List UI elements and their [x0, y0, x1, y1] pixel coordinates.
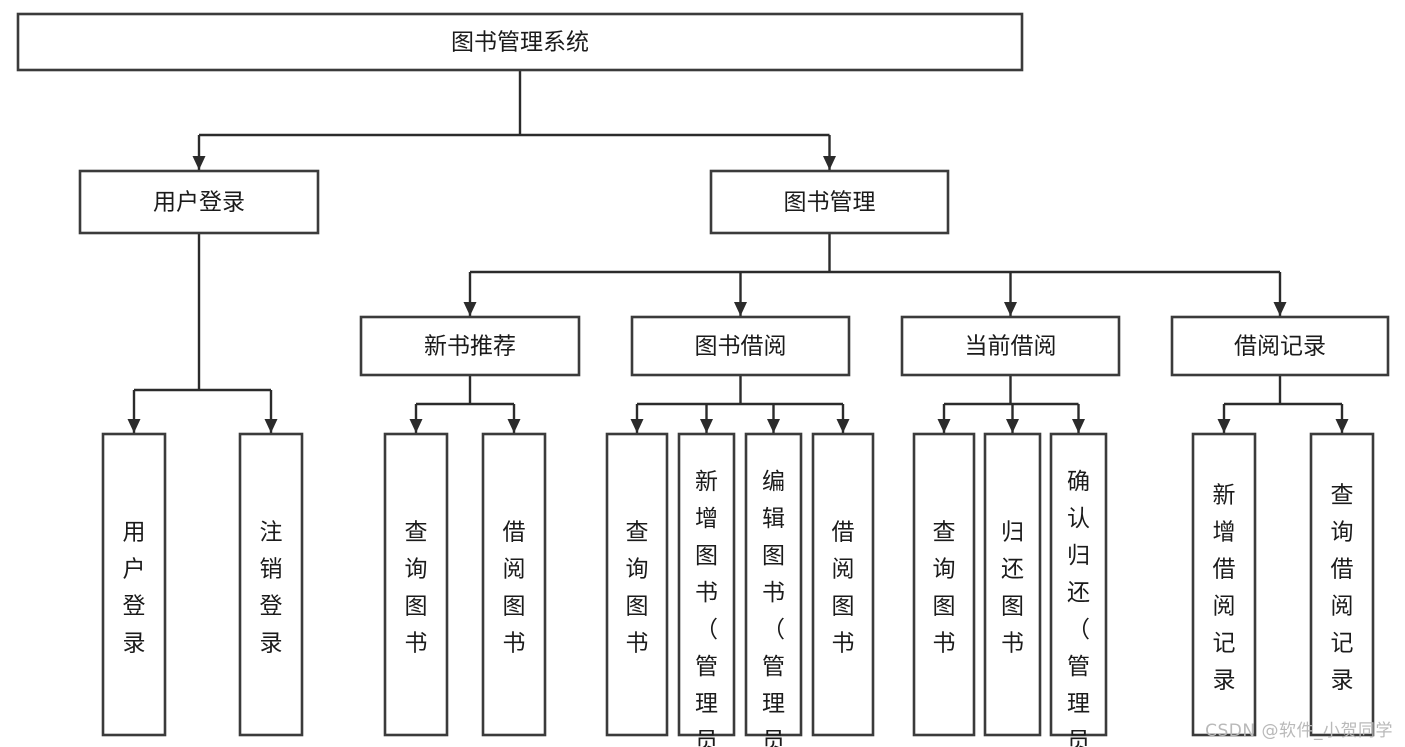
connectors-layer [127, 70, 1349, 433]
node-label: 用户登录 [153, 190, 245, 216]
node-box [630, 315, 851, 377]
node-box [383, 432, 449, 737]
node-用户登录[interactable]: 用户登录 [101, 432, 167, 737]
node-借阅图书[interactable]: 借阅图书 [481, 432, 547, 737]
arrow-head-icon [507, 419, 521, 433]
node-box [359, 315, 581, 377]
node-box [709, 169, 950, 235]
arrow-head-icon [1273, 302, 1287, 316]
node-图书借阅[interactable]: 图书借阅 [630, 315, 851, 377]
node-label: 图书管理系统 [451, 30, 589, 56]
node-新增图书管理员[interactable]: 新增图书（管理员） [677, 432, 736, 747]
arrow-head-icon [1217, 419, 1231, 433]
node-box [1191, 432, 1257, 737]
arrow-head-icon [630, 419, 644, 433]
node-新增借阅记录[interactable]: 新增借阅记录 [1191, 432, 1257, 737]
arrow-head-icon [700, 419, 713, 433]
node-label: 查询图书 [626, 519, 649, 656]
node-label: 查询借阅记录 [1331, 482, 1354, 693]
node-编辑图书管理员[interactable]: 编辑图书（管理员） [744, 432, 803, 747]
node-box [900, 315, 1121, 377]
node-label: 借阅图书 [832, 519, 855, 656]
node-box [744, 432, 803, 737]
node-label: 用户登录 [123, 519, 146, 656]
node-当前借阅[interactable]: 当前借阅 [900, 315, 1121, 377]
node-label: 归还图书 [1001, 519, 1024, 656]
node-label: 新增图书（管理员） [695, 469, 718, 747]
arrow-head-icon [767, 419, 780, 433]
node-box [677, 432, 736, 737]
arrow-head-icon [127, 419, 141, 433]
node-label: 借阅图书 [503, 519, 526, 656]
node-label: 图书管理 [784, 190, 876, 216]
arrow-head-icon [734, 302, 747, 316]
node-归还图书[interactable]: 归还图书 [983, 432, 1042, 737]
arrow-head-icon [1004, 302, 1017, 316]
node-label: 借阅记录 [1234, 334, 1326, 360]
node-查询图书[interactable]: 查询图书 [912, 432, 976, 737]
arrow-head-icon [937, 419, 951, 433]
node-图书管理[interactable]: 图书管理 [709, 169, 950, 235]
node-label: 注销登录 [260, 519, 283, 656]
node-label: 新书推荐 [424, 334, 516, 360]
arrow-head-icon [1335, 419, 1349, 433]
arrow-head-icon [836, 419, 850, 433]
nodes-layer: 图书管理系统用户登录图书管理新书推荐图书借阅当前借阅借阅记录用户登录注销登录查询… [16, 12, 1390, 747]
node-box [78, 169, 320, 235]
node-label: 当前借阅 [965, 334, 1057, 360]
node-box [811, 432, 875, 737]
arrow-head-icon [1072, 419, 1085, 433]
node-借阅图书[interactable]: 借阅图书 [811, 432, 875, 737]
node-label: 图书借阅 [695, 334, 787, 360]
node-查询图书[interactable]: 查询图书 [383, 432, 449, 737]
node-box [1309, 432, 1375, 737]
node-box [101, 432, 167, 737]
node-box [1049, 432, 1108, 737]
arrow-head-icon [264, 419, 278, 433]
node-label: 新增借阅记录 [1213, 482, 1236, 693]
node-box [983, 432, 1042, 737]
node-box [912, 432, 976, 737]
node-label: 查询图书 [405, 519, 428, 656]
arrow-head-icon [409, 419, 423, 433]
node-label: 编辑图书（管理员） [762, 469, 785, 747]
node-借阅记录[interactable]: 借阅记录 [1170, 315, 1390, 377]
node-box [481, 432, 547, 737]
node-查询图书[interactable]: 查询图书 [605, 432, 669, 737]
arrow-head-icon [823, 156, 836, 170]
arrow-head-icon [192, 156, 206, 170]
node-用户登录[interactable]: 用户登录 [78, 169, 320, 235]
node-box [16, 12, 1024, 72]
node-注销登录[interactable]: 注销登录 [238, 432, 304, 737]
node-确认归还管理员[interactable]: 确认归还（管理员） [1049, 432, 1108, 747]
node-box [238, 432, 304, 737]
watermark-credit: CSDN @软件_小贺同学 [1205, 721, 1393, 741]
node-图书管理系统[interactable]: 图书管理系统 [16, 12, 1024, 72]
arrow-head-icon [463, 302, 477, 316]
node-label: 查询图书 [933, 519, 956, 656]
node-box [605, 432, 669, 737]
node-box [1170, 315, 1390, 377]
node-新书推荐[interactable]: 新书推荐 [359, 315, 581, 377]
arrow-head-icon [1006, 419, 1019, 433]
node-label: 确认归还（管理员） [1067, 469, 1090, 747]
node-查询借阅记录[interactable]: 查询借阅记录 [1309, 432, 1375, 737]
